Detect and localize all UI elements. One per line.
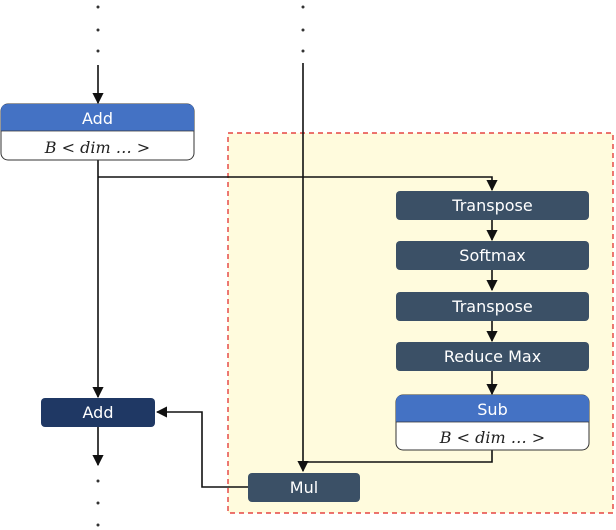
continuation-dots-top-left <box>96 5 100 53</box>
add-bottom-node[interactable]: Add <box>41 398 155 427</box>
edge-sub-to-mul <box>305 450 493 463</box>
transpose-2-label: Transpose <box>451 297 532 316</box>
mul-node[interactable]: Mul <box>248 473 360 502</box>
reduce-max-node[interactable]: Reduce Max <box>396 342 589 371</box>
sub-node[interactable]: Sub B < dim … > <box>395 394 590 451</box>
continuation-dots-top-middle <box>301 5 305 53</box>
softmax-label: Softmax <box>459 246 525 265</box>
highlight-region <box>227 132 614 514</box>
mul-label: Mul <box>290 478 318 497</box>
add-bottom-label: Add <box>83 403 114 422</box>
reduce-max-label: Reduce Max <box>444 347 541 366</box>
add-top-node[interactable]: Add B < dim … > <box>0 103 195 161</box>
add-top-label: Add <box>82 109 113 128</box>
transpose-1-label: Transpose <box>451 196 532 215</box>
sub-shape: B < dim … > <box>439 428 545 447</box>
continuation-dots-bottom <box>96 479 100 527</box>
edge-add-top-to-transpose <box>98 176 498 192</box>
edge-mul-to-add-bottom <box>155 406 248 488</box>
transpose-node-2[interactable]: Transpose <box>396 292 589 321</box>
sub-label: Sub <box>477 400 507 419</box>
transpose-node-1[interactable]: Transpose <box>396 191 589 220</box>
softmax-node[interactable]: Softmax <box>396 241 589 270</box>
add-top-shape: B < dim … > <box>44 138 150 157</box>
